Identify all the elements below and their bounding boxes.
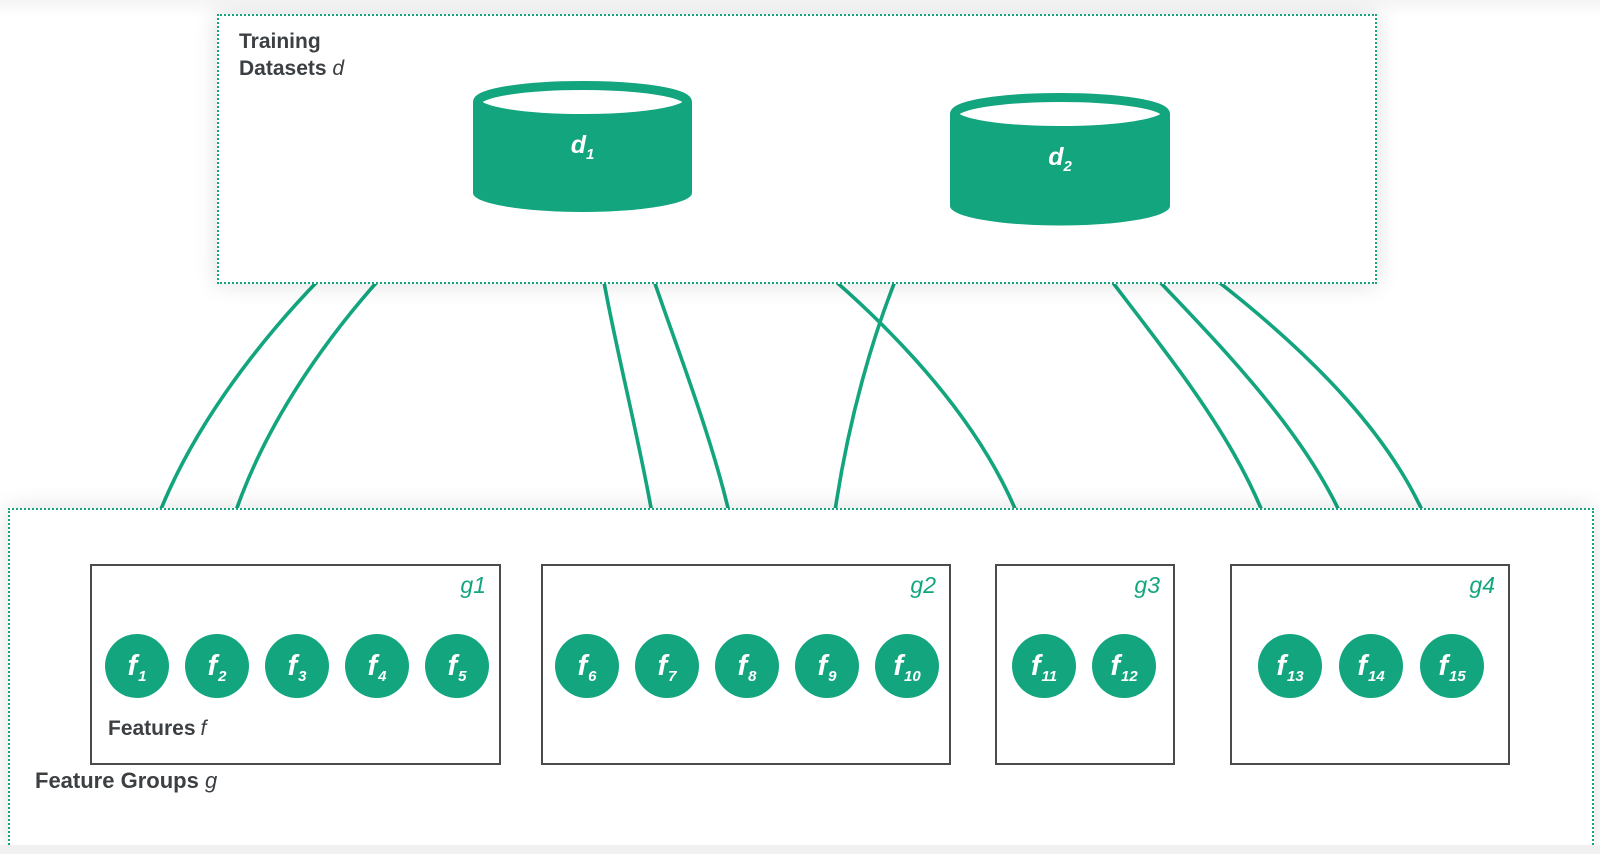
feature-base-label: f (657, 649, 668, 682)
group-label-g3: g3 (1134, 572, 1160, 598)
dataset-label-d1: d1 (570, 131, 595, 163)
feature-subscript: 8 (748, 667, 757, 685)
feature-base-label: f (1438, 649, 1448, 682)
feature-subscript: 13 (1286, 667, 1304, 685)
training-title-line2: Datasets d (239, 57, 345, 80)
dataset-cylinder-d2: d2 (950, 93, 1170, 226)
dataset-label-d2: d2 (1048, 143, 1072, 175)
feature-subscript: 4 (378, 667, 387, 685)
training-panel-title: Training Datasets d (239, 28, 344, 82)
feature-base-label: f (1357, 649, 1367, 682)
feature-base-label: f (287, 649, 298, 682)
training-title-line1: Training (239, 30, 321, 53)
group-label-g1: g1 (460, 572, 486, 598)
group-label-g4: g4 (1469, 572, 1495, 598)
feature-base-label: f (893, 649, 903, 682)
feature-base-label: f (447, 649, 458, 682)
database-cylinder-icon (950, 93, 1170, 226)
feature-base-label: f (367, 649, 378, 682)
group-variable: g (204, 768, 218, 793)
feature-subscript: 14 (1367, 667, 1385, 685)
feature-subscript: 6 (588, 667, 597, 685)
feature-base-label: f (127, 649, 138, 682)
feature-subscript: 15 (1448, 667, 1466, 685)
feature-subscript: 1 (138, 667, 147, 685)
feature-subscript: 12 (1120, 667, 1138, 685)
feature-variable: f (200, 717, 207, 740)
feature-subscript: 3 (298, 667, 307, 685)
feature-groups-title: Feature Groups g (35, 768, 218, 793)
feature-subscript: 2 (218, 667, 227, 685)
feature-base-label: f (817, 649, 828, 682)
feature-base-label: f (1030, 649, 1041, 682)
dataset-cylinder-d1: d1 (473, 81, 692, 212)
feature-subscript: 7 (668, 667, 677, 685)
database-cylinder-icon (473, 81, 692, 212)
feature-subscript: 10 (903, 667, 921, 685)
feature-base-label: f (737, 649, 748, 682)
feature-base-label: f (577, 649, 588, 682)
group-label-g2: g2 (910, 572, 936, 598)
feature-base-label: f (207, 649, 218, 682)
feature-base-label: f (1110, 649, 1120, 682)
feature-base-label: f (1276, 649, 1286, 682)
feature-subscript: 5 (458, 667, 467, 685)
feature-subscript: 11 (1041, 667, 1058, 685)
feature-subscript: 9 (828, 667, 837, 685)
dataset-variable: d (332, 57, 345, 80)
training-datasets-panel: Training Datasets d (217, 14, 1377, 284)
